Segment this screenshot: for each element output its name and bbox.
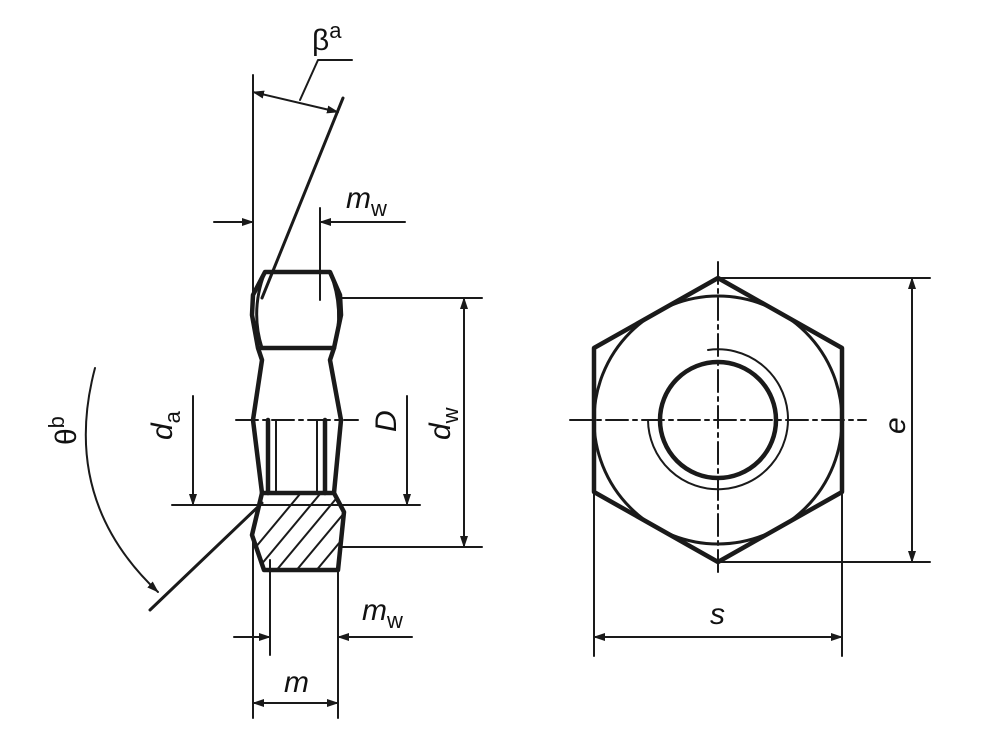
dw-label: dw: [424, 407, 463, 440]
thread-arc: [647, 348, 789, 491]
e-label: e: [879, 417, 912, 434]
chamfer-arc-left-top: [255, 270, 267, 350]
beta-arc: [252, 90, 339, 114]
m-label: m: [284, 666, 309, 699]
mw-top-label: mw: [346, 182, 387, 221]
da-label: da: [146, 410, 185, 440]
beta-incline-line: [260, 96, 345, 300]
D-label: D: [370, 410, 403, 432]
theta-label: θb: [44, 416, 83, 445]
side-view: [84, 59, 483, 719]
chamfer-arc-right-top: [328, 270, 341, 350]
labels: βa mw θb da D dw mw m s e: [44, 18, 912, 699]
mw-bottom-label: mw: [362, 594, 403, 633]
theta-incline-line: [148, 501, 264, 612]
theta-arc: [84, 367, 159, 593]
beta-leader: [299, 59, 353, 101]
s-label: s: [710, 598, 725, 631]
front-view: [569, 261, 931, 657]
section-hatch: [252, 492, 344, 570]
beta-label: βa: [312, 18, 342, 57]
